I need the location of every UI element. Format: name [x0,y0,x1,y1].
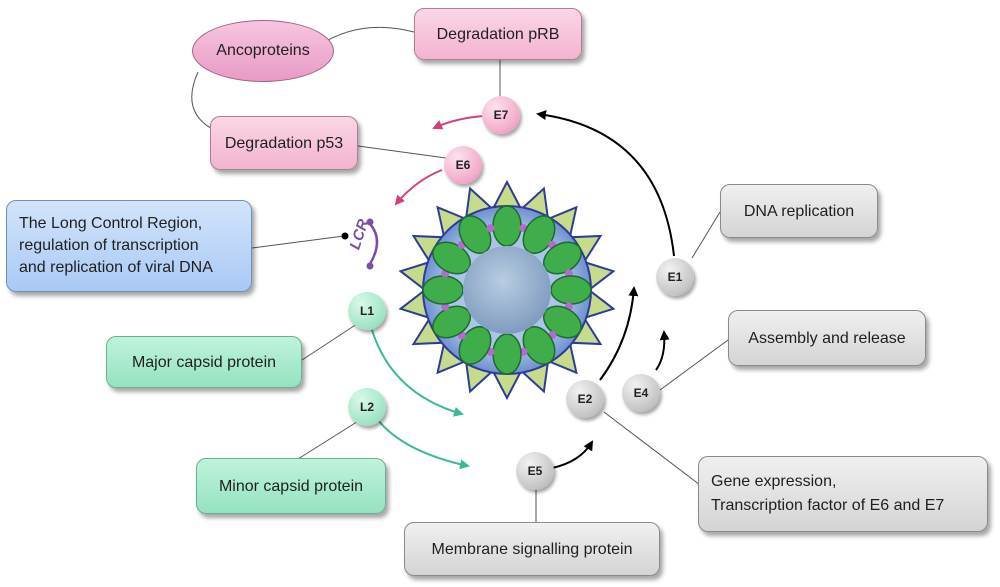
lcr-pin-dot [341,232,349,240]
node-l2: L2 [348,388,386,426]
node-e2-label: E2 [577,392,593,406]
gene-expression-line-2: Transcription factor of E6 and E7 [711,497,945,514]
line-minor-l2 [289,419,361,465]
arrow-e7-pink [432,115,485,130]
degradation-prb-box: Degradation pRB [414,8,582,60]
arrow-l2-teal [377,419,470,470]
node-e6: E6 [444,146,482,184]
arrow-e5-to-e2 [551,440,594,469]
degradation-prb-label: Degradation pRB [436,25,560,43]
line-ancoproteins-p53 [191,71,215,131]
degradation-p53-label: Degradation p53 [224,134,344,152]
node-l2-label: L2 [359,400,374,414]
lcr-line-3: and replication of viral DNA [19,259,213,276]
assembly-release-label: Assembly and release [748,329,906,347]
line-assembly-e4 [659,339,729,391]
dna-replication-box: DNA replication [720,184,878,238]
gene-expression-line-1: Gene expression, [711,473,837,490]
membrane-signalling-label: Membrane signalling protein [431,540,633,558]
line-major-l1 [301,321,361,361]
lcr-line-1: The Long Control Region, [19,215,203,232]
node-e5: E5 [516,452,554,490]
node-l1: L1 [348,292,386,330]
membrane-signalling-box: Membrane signalling protein [404,522,660,576]
line-p53-e6 [357,145,447,159]
node-e2: E2 [566,380,604,418]
node-e7: E7 [482,96,520,134]
minor-capsid-label: Minor capsid protein [218,477,364,495]
capsomer-shape [550,275,592,305]
assembly-release-box: Assembly and release [728,310,926,366]
gene-expression-box: Gene expression, Transcription factor of… [698,456,988,532]
arrow-e2-up [599,286,639,381]
node-e1-label: E1 [667,270,683,284]
node-e6-label: E6 [455,158,471,172]
dna-replication-label: DNA replication [743,202,855,220]
minor-capsid-box: Minor capsid protein [196,458,386,514]
ancoproteins-oval: Ancoproteins [192,20,334,82]
arrow-e4-up [655,330,670,371]
line-lcr-box [251,235,345,249]
lcr-line-2: regulation of transcription [19,237,199,254]
major-capsid-box: Major capsid protein [106,336,302,388]
arrow-e1-to-e7 [536,110,675,257]
line-ancoproteins-prb [317,26,415,47]
node-e4-label: E4 [633,386,649,400]
node-e5-label: E5 [527,464,543,478]
capsomer-dot [486,224,495,233]
capsomer-shape [422,275,464,305]
leader-lines [191,26,729,522]
capsomer-shape [492,333,522,375]
ancoproteins-label: Ancoproteins [216,42,310,59]
node-e1: E1 [656,258,694,296]
lcr-description-box: The Long Control Region, regulation of t… [6,200,252,292]
arrow-e6-pink [394,169,443,206]
node-l1-label: L1 [359,304,374,318]
line-dna-e1 [691,211,721,259]
hpv-virion-icon [398,180,616,400]
degradation-p53-box: Degradation p53 [210,116,358,170]
lcr-bracket [368,223,379,265]
node-e7-label: E7 [493,108,509,122]
major-capsid-label: Major capsid protein [131,353,277,371]
node-e4: E4 [622,374,660,412]
arrow-l1-teal [371,329,464,417]
capsomer-shape [492,205,522,247]
line-gene-e2 [603,411,705,489]
